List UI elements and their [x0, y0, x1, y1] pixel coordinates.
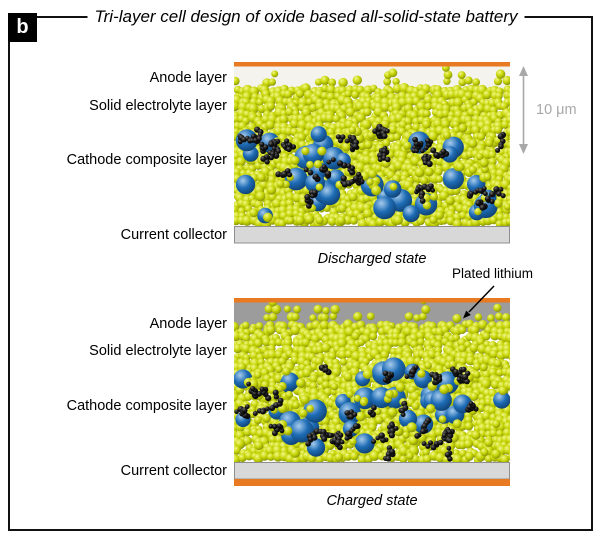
figure-letter-badge: b — [8, 13, 37, 42]
label-solid-electrolyte-discharged: Solid electrolyte layer — [89, 98, 227, 114]
scale-indicator: 10 μm — [516, 66, 577, 154]
plated-lithium-label: Plated lithium — [452, 266, 534, 281]
caption-discharged-state: Discharged state — [317, 251, 427, 267]
cell-cross-section-discharged — [234, 62, 510, 244]
caption-charged-state: Charged state — [326, 493, 418, 509]
label-current-collector-charged: Current collector — [120, 463, 227, 479]
label-cathode-composite-charged: Cathode composite layer — [66, 398, 227, 414]
label-anode-layer-discharged: Anode layer — [149, 70, 227, 86]
label-cathode-composite-discharged: Cathode composite layer — [66, 152, 227, 168]
label-solid-electrolyte-charged: Solid electrolyte layer — [89, 343, 227, 359]
cell-cross-section-charged — [234, 298, 510, 486]
plated-lithium-arrow-icon — [463, 285, 495, 319]
scale-arrow-icon — [519, 66, 528, 154]
label-current-collector-discharged: Current collector — [120, 227, 227, 243]
scale-label: 10 μm — [536, 102, 577, 118]
figure-title: Tri-layer cell design of oxide based all… — [87, 7, 525, 27]
label-anode-layer-charged: Anode layer — [149, 316, 227, 332]
